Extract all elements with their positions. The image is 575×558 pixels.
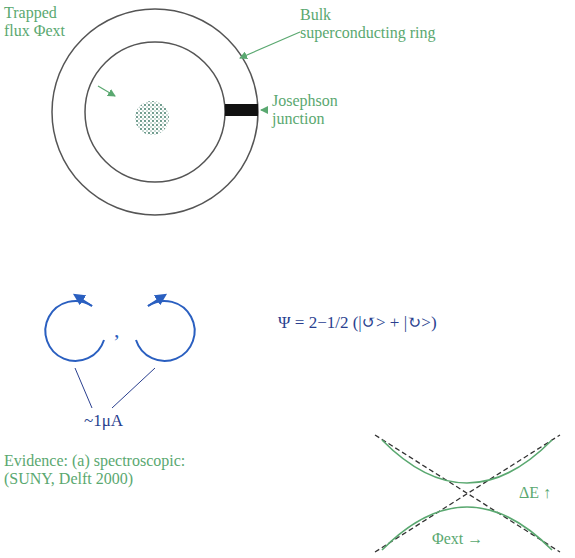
current-arc [45,301,104,361]
ring-inner [85,42,225,182]
leader-line [112,368,155,408]
energy-level [382,440,552,483]
axis-label: ΔE ↑ [519,484,571,502]
leader-arrow [240,32,300,58]
junction-label: Josephson junction [272,92,352,127]
current-arc [136,301,195,361]
current-label: ~1μA [84,412,154,431]
evidence-note: Evidence: (a) spectroscopic: (SUNY, Delf… [4,452,204,487]
leader-line [75,368,92,408]
leader-arrow [98,86,115,96]
wavefunction-label: Ψ = 2−1/2 (|↺> + |↻>) [278,314,558,333]
comma: , [114,318,128,342]
energy-level [382,507,552,550]
axis-label: Φext → [432,530,512,548]
current-arrowhead [148,297,162,306]
leader-arrow [261,109,268,110]
current-arrowhead [78,297,92,306]
flux-label: Trapped flux Φext [4,4,74,39]
ring-label: Bulk superconducting ring [300,6,440,41]
flux-blob [135,101,169,135]
ring-outer [52,9,258,215]
josephson-junction [225,104,258,116]
